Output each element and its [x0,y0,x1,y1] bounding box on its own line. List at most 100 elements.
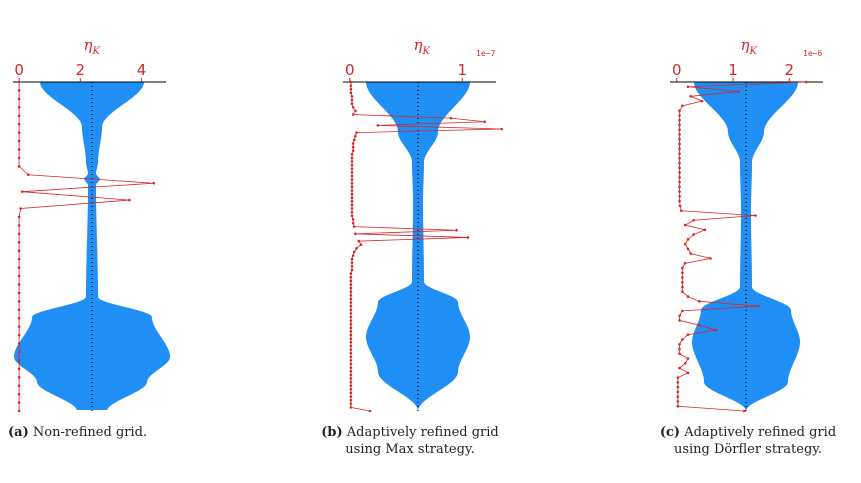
indicator-point [678,171,681,174]
indicator-point [17,257,21,261]
indicator-point [678,114,681,117]
indicator-line [18,82,154,411]
indicator-point [17,325,21,328]
caption-b-tag: (b) [321,425,343,440]
indicator-line [677,81,807,412]
caption-b-line2: using Max strategy. [345,442,475,457]
caption-a: (a) Non-refined grid. [8,424,158,441]
indicator-point [500,127,503,131]
indicator-point [349,301,353,304]
indicator-point [27,173,30,177]
indicator-point [349,398,353,402]
indicator-point [351,218,355,221]
indicator-point [350,98,354,102]
caption-c-line2: using Dörfler strategy. [673,442,823,457]
x-tick-label: 0 [14,61,24,79]
indicator-point [350,200,354,203]
indicator-point [349,330,353,333]
x-tick-label: 0 [672,61,682,79]
indicator-point [349,322,353,326]
indicator-point [350,257,354,261]
indicator-point [17,89,21,92]
indicator-point [678,156,681,160]
indicator-point [17,291,21,295]
indicator-point [350,192,354,196]
indicator-point [349,362,353,366]
indicator-point [349,91,353,95]
indicator-point [350,214,354,218]
indicator-point [352,225,356,228]
indicator-point [350,189,354,192]
indicator-point [678,128,681,131]
indicator-point [689,95,693,98]
indicator-point [17,156,21,160]
indicator-point [703,228,707,232]
indicator-point [17,165,21,168]
indicator-point [686,371,690,375]
indicator-point [350,207,354,210]
indicator-point [466,236,470,239]
indicator-point [678,195,681,198]
caption-a-text: Non-refined grid. [32,425,148,440]
indicator-point [17,342,21,345]
indicator-point [681,290,684,294]
x-axis-label: η [741,36,750,54]
indicator-point [678,147,681,151]
indicator-point [678,185,681,189]
indicator-point [681,280,684,284]
indicator-point [349,272,353,275]
indicator-point [681,309,684,313]
indicator-point [17,122,21,126]
indicator-point [349,377,353,380]
indicator-point [349,286,353,290]
indicator-point [350,163,354,167]
indicator-point [737,90,740,93]
indicator-point [349,326,353,330]
indicator-point [349,406,353,409]
indicator-point [678,352,681,356]
indicator-point [17,232,21,236]
caption-c-tag: (c) [659,425,681,440]
indicator-point [678,118,681,122]
indicator-point [350,181,354,185]
indicator-point [349,304,353,308]
indicator-point [681,266,684,270]
indicator-point [349,391,353,395]
indicator-point [349,315,353,319]
indicator-point [354,109,357,113]
indicator-point [681,104,684,108]
indicator-point [350,95,354,98]
indicator-point [17,308,21,312]
indicator-point [678,204,682,208]
indicator-point [352,138,356,142]
indicator-point [17,274,21,278]
indicator-point [355,247,358,250]
indicator-point [349,84,353,87]
indicator-point [678,342,681,346]
indicator-point [349,351,353,355]
indicator-point [678,314,681,317]
indicator-point [349,308,353,312]
indicator-point [349,348,353,351]
indicator-point [20,190,24,193]
indicator-point [697,323,701,327]
indicator-point [350,156,354,160]
indicator-point [350,268,354,272]
indicator-point [17,224,21,227]
indicator-point [678,176,681,179]
indicator-point [352,250,356,254]
indicator-point [17,139,21,143]
indicator-point [678,123,681,127]
indicator-point [17,97,21,101]
x-axis-label-subscript: K [422,46,431,57]
indicator-point [681,285,684,289]
indicator-point [678,137,681,141]
indicator-point [742,409,746,413]
indicator-point [686,333,690,337]
indicator-point [678,152,681,155]
indicator-point [351,106,355,109]
x-axis-label-subscript: K [749,46,758,57]
indicator-point [692,218,695,222]
